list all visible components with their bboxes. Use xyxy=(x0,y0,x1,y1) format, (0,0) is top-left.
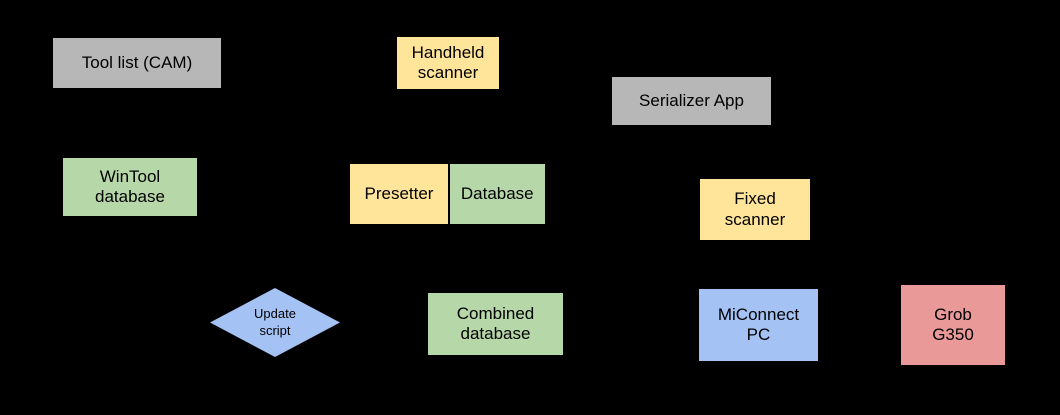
node-database: Database xyxy=(449,164,545,224)
node-presetter-label: Presetter xyxy=(364,183,434,203)
node-miconnect-pc: MiConnect PC xyxy=(699,289,818,361)
node-tool-list-cam: Tool list (CAM) xyxy=(53,38,221,88)
presetter-database-divider xyxy=(448,164,450,224)
node-combined-database: Combined database xyxy=(428,293,563,355)
node-wintool-database-label: WinTool database xyxy=(95,166,165,206)
node-update-script: Update script xyxy=(210,288,340,357)
node-update-script-label: Update script xyxy=(254,306,296,338)
node-handheld-scanner-label: Handheld scanner xyxy=(411,42,485,82)
node-presetter: Presetter xyxy=(350,164,448,224)
node-serializer-app-label: Serializer App xyxy=(639,90,744,110)
node-grob-g350-label: Grob G350 xyxy=(932,304,974,344)
node-serializer-app: Serializer App xyxy=(612,77,771,125)
node-fixed-scanner: Fixed scanner xyxy=(700,179,810,240)
node-fixed-scanner-label: Fixed scanner xyxy=(724,189,786,229)
node-wintool-database: WinTool database xyxy=(63,158,197,216)
node-miconnect-pc-label: MiConnect PC xyxy=(717,304,800,344)
node-grob-g350: Grob G350 xyxy=(901,285,1005,365)
node-tool-list-cam-label: Tool list (CAM) xyxy=(81,52,193,72)
node-handheld-scanner: Handheld scanner xyxy=(397,37,499,89)
node-combined-database-label: Combined database xyxy=(456,303,535,343)
node-database-label: Database xyxy=(460,183,534,203)
